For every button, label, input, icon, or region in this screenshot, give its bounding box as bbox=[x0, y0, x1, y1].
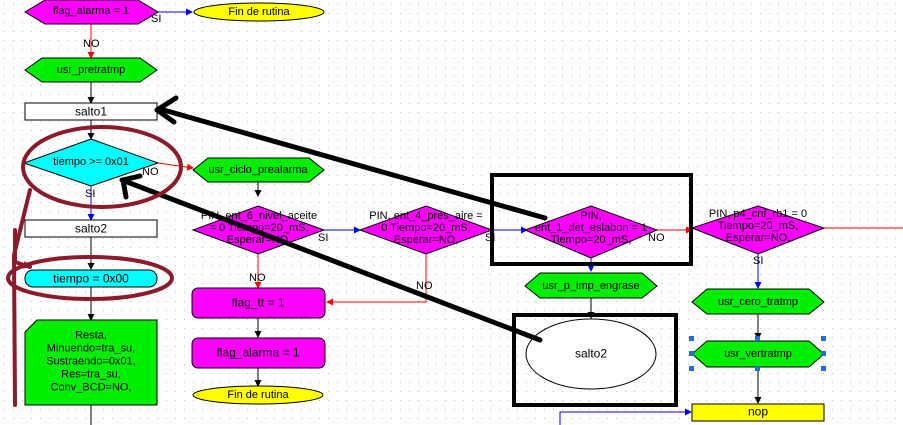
resta-block[interactable] bbox=[24, 319, 158, 406]
pin-det-eslabon-diamond[interactable] bbox=[523, 205, 659, 259]
flag-tt-box[interactable] bbox=[191, 287, 326, 319]
usr-vertratmp-hexagon[interactable] bbox=[691, 340, 825, 368]
annotations bbox=[6, 95, 693, 407]
edge-tag-si: SI bbox=[318, 232, 329, 244]
edge-tag-si: SI bbox=[151, 13, 162, 25]
edge-tag-no: NO bbox=[249, 272, 266, 284]
salto2-circle[interactable] bbox=[525, 318, 657, 390]
edge-tag-si: SI bbox=[85, 188, 96, 200]
pin-cnf-rb1-diamond[interactable] bbox=[690, 205, 826, 255]
annotation-arrow-to-tiempo bbox=[119, 177, 543, 343]
usr-pretratmp-hexagon[interactable] bbox=[24, 57, 158, 83]
tiempo-cmp-diamond[interactable] bbox=[22, 138, 160, 187]
edge-tag-no: NO bbox=[142, 166, 159, 178]
fin-top-ellipse[interactable] bbox=[193, 2, 325, 22]
annotation-arrow-maroon bbox=[13, 228, 32, 269]
salto2-box[interactable] bbox=[24, 219, 158, 238]
nop-box[interactable] bbox=[691, 403, 825, 422]
highlight-box-salto2 bbox=[512, 313, 678, 407]
connectors bbox=[87, 8, 903, 425]
edge-tag-no: NO bbox=[648, 232, 665, 244]
nodes bbox=[22, 0, 826, 422]
edge-tag-si: SI bbox=[485, 232, 496, 244]
salto1-box[interactable] bbox=[24, 102, 158, 121]
highlight-ellipse-tiempo-reset bbox=[6, 255, 174, 301]
tiempo-reset-box[interactable] bbox=[24, 269, 158, 288]
annotation-arrowhead-salto1 bbox=[154, 95, 179, 125]
annotation-arrowhead-tiempo bbox=[120, 173, 143, 200]
fin-bottom-ellipse[interactable] bbox=[192, 385, 324, 405]
flag-alarma-bottom-box[interactable] bbox=[191, 337, 326, 369]
usr-ciclo-prealarma-hexagon[interactable] bbox=[192, 157, 325, 183]
pin-pres-aire-diamond[interactable] bbox=[358, 205, 494, 255]
selection-handles[interactable] bbox=[689, 336, 826, 371]
edge-tag-no: NO bbox=[83, 38, 100, 50]
edge-into-nop bbox=[559, 408, 692, 425]
highlight-box-eslabon bbox=[490, 173, 693, 266]
edge-tiempo-no bbox=[157, 162, 194, 171]
edge-aire-no bbox=[326, 254, 427, 306]
usr-p-imp-engrase-hexagon[interactable] bbox=[524, 272, 658, 299]
edge-tag-si: SI bbox=[753, 255, 764, 267]
usr-cero-tratmp-hexagon[interactable] bbox=[691, 288, 825, 315]
annotation-arrow-to-salto1 bbox=[157, 106, 548, 221]
highlight-ellipse-tiempo-cmp bbox=[21, 125, 183, 209]
edge-tag-no: NO bbox=[416, 280, 433, 292]
flag-alarma-top-diamond[interactable] bbox=[24, 0, 159, 25]
